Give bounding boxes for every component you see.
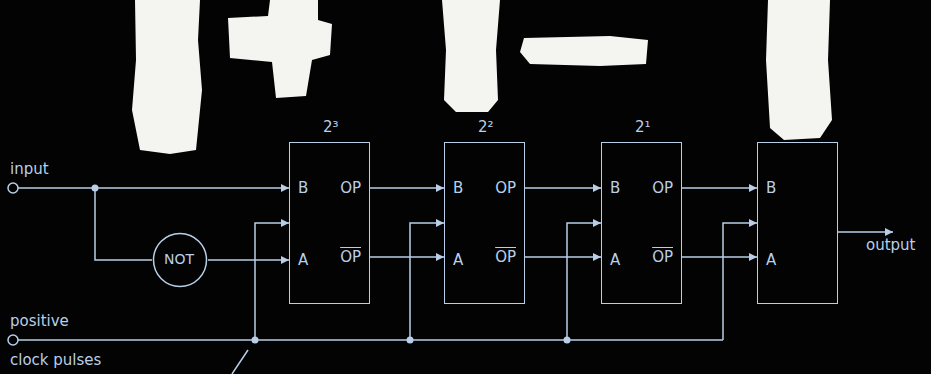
junction-dot [564,337,571,344]
signal-wire [370,256,444,258]
pin-name: B [298,180,308,197]
pin-name: OP [652,180,673,197]
pin-name: B [766,180,776,197]
paint-stroke [520,36,648,66]
junction-dot [407,337,414,344]
pin-name: OP [340,249,361,266]
leader-line [232,350,248,374]
bit-weight: 2¹ [635,119,651,136]
pin-name: A [610,252,620,269]
signal-wire [208,259,289,261]
flip-flop-box: BA [757,142,838,304]
signal-wire [525,187,601,189]
not-gate: NOT [152,232,208,288]
paint-stroke [442,0,500,112]
flip-flop-box: 2²BOPAOP [444,142,525,304]
pin-name: B [453,180,463,197]
paint-stroke [228,0,332,98]
signal-wire [525,256,601,258]
gate-label: NOT [164,251,194,268]
output-wire [838,231,893,233]
clock-terminal [8,335,18,345]
input-wire [18,187,289,189]
paint-stroke [766,0,832,140]
clock-wire [410,223,444,340]
clock-bus [18,339,723,341]
clock-wire [255,223,289,340]
signal-wire [370,187,444,189]
pin-name: A [766,252,776,269]
pin-name: OP [495,249,516,266]
pin-name: B [610,180,620,197]
pin-name: OP [652,249,673,266]
paint-stroke [132,0,202,154]
signal-wire [682,256,757,258]
junction-dot [92,185,99,192]
pin-name: A [298,252,308,269]
pin-name: OP [495,180,516,197]
flip-flop-box: 2³BOPAOP [289,142,370,304]
bit-weight: 2³ [323,119,339,136]
signal-label: output [866,237,915,254]
signal-label: clock pulses [10,352,101,369]
flip-flop-box: 2¹BOPAOP [601,142,682,304]
bit-weight: 2² [478,119,494,136]
input-terminal [8,183,18,193]
signal-label: positive [10,313,69,330]
signal-wire [682,187,757,189]
signal-label: input [10,161,49,178]
junction-dot [252,337,259,344]
clock-wire [567,223,601,340]
pin-name: A [453,252,463,269]
clock-wire [723,223,757,340]
input-branch-wire [95,188,152,260]
pin-name: OP [340,180,361,197]
